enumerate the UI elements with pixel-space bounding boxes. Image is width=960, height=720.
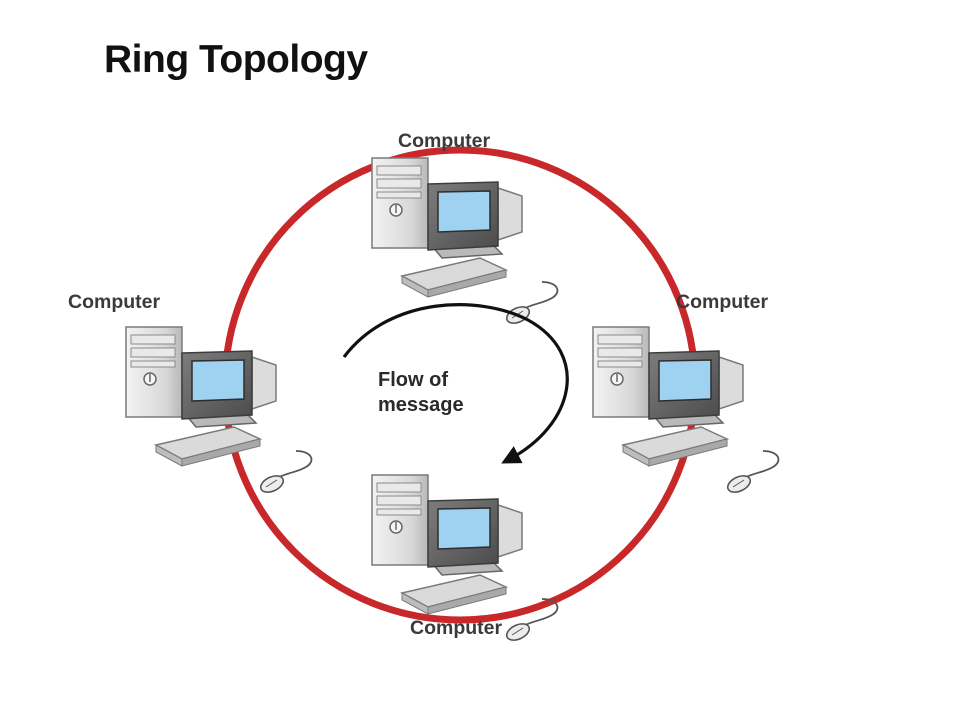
flow-arrow <box>342 303 569 464</box>
flow-label-line2: message <box>378 394 464 416</box>
computer-top-icon <box>371 157 559 328</box>
flow-label-line1: Flow of <box>378 369 448 391</box>
computer-right-icon <box>592 326 780 497</box>
computer-label-left: Computer <box>68 291 160 313</box>
computer-label-bottom: Computer <box>410 617 502 639</box>
computer-label-right: Computer <box>676 291 768 313</box>
computer-left-icon <box>125 326 313 497</box>
computer-label-top: Computer <box>398 130 490 152</box>
page-title: Ring Topology <box>104 38 368 81</box>
